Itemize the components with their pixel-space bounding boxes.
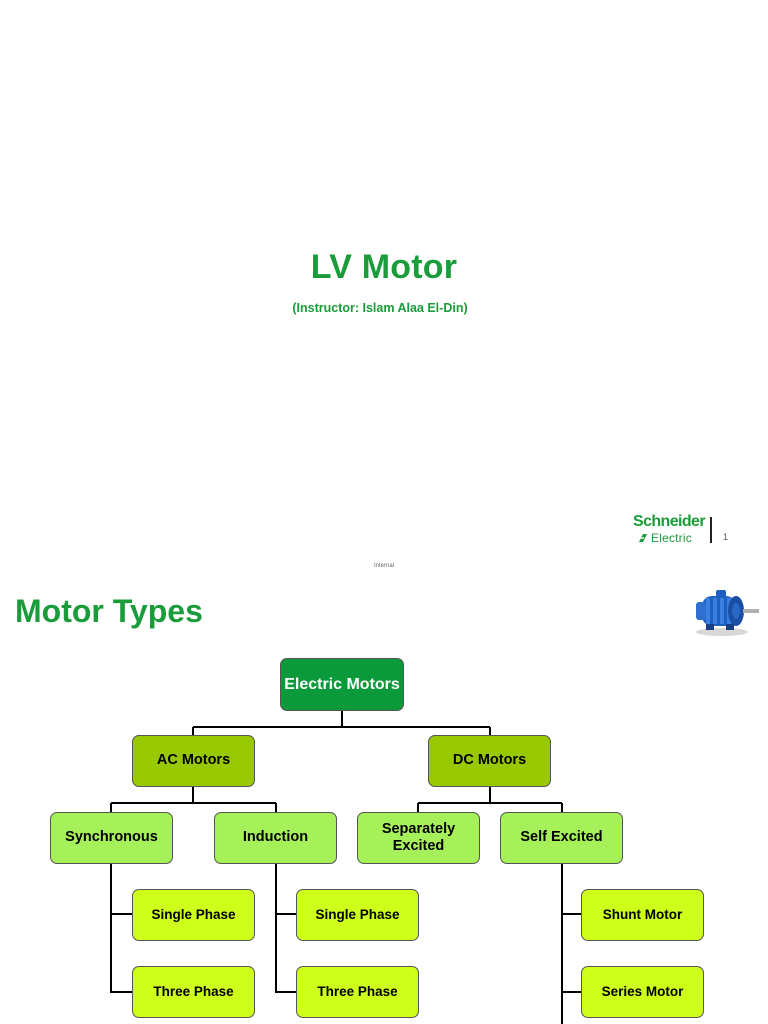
hierarchy-connectors	[110, 710, 582, 1024]
node-induction-three-phase: Three Phase	[296, 966, 419, 1018]
schneider-mark-icon	[638, 534, 647, 542]
slide-title: Motor Types	[15, 593, 203, 629]
logo-line2: Electric	[651, 531, 692, 545]
node-sync-single-phase: Single Phase	[132, 889, 255, 941]
electric-motor-image	[696, 590, 759, 636]
node-synchronous: Synchronous	[50, 812, 173, 864]
node-series-motor: Series Motor	[581, 966, 704, 1018]
motor-types-slide: Motor Types Electric Mot	[0, 576, 768, 1024]
slide-title: LV Motor	[310, 248, 458, 286]
node-shunt-motor: Shunt Motor	[581, 889, 704, 941]
node-induction-single-phase: Single Phase	[296, 889, 419, 941]
node-sync-three-phase: Three Phase	[132, 966, 255, 1018]
logo-divider	[710, 517, 712, 543]
node-ac-motors: AC Motors	[132, 735, 255, 787]
title-slide: LV Motor (Instructor: Islam Alaa El-Din)…	[292, 248, 729, 569]
page-number: 1	[723, 532, 729, 542]
node-electric-motors: Electric Motors	[280, 658, 404, 711]
slide-subtitle: (Instructor: Islam Alaa El-Din)	[292, 301, 468, 315]
logo-line1: Schneider	[633, 513, 706, 530]
schneider-logo: Schneider Electric	[633, 513, 713, 547]
node-separately-excited: Separately Excited	[357, 812, 480, 864]
classification-label: Internal	[373, 563, 394, 569]
node-dc-motors: DC Motors	[428, 735, 551, 787]
node-induction: Induction	[214, 812, 337, 864]
node-self-excited: Self Excited	[500, 812, 623, 864]
